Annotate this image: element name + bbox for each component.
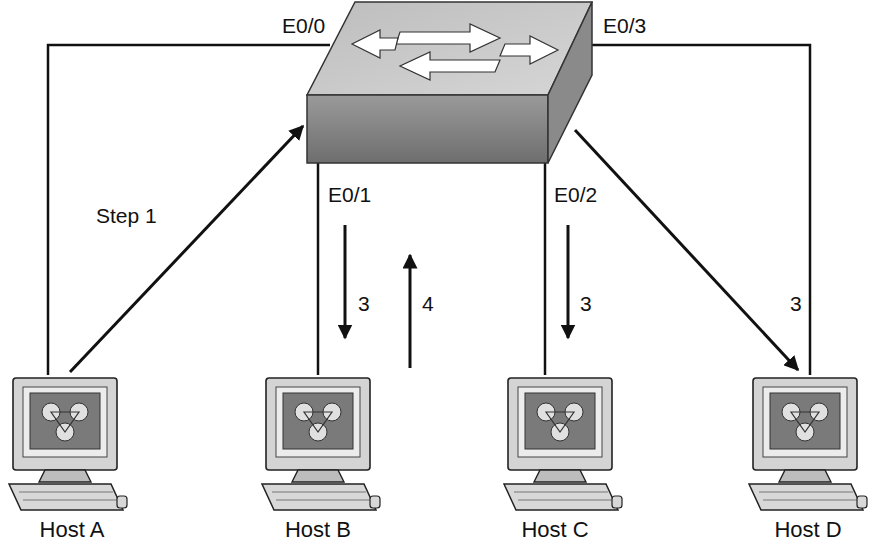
host-computer — [9, 378, 127, 510]
frame-arrows — [70, 126, 798, 372]
host-name: Host D — [774, 518, 841, 542]
cables — [48, 45, 810, 375]
port-label: E0/3 — [603, 14, 646, 37]
callout-number: 3 — [358, 292, 370, 315]
switch-front — [307, 95, 548, 163]
arrow-left — [400, 52, 500, 80]
switch-top — [307, 2, 592, 95]
step-arrow — [567, 225, 570, 338]
host-name: Host B — [285, 518, 351, 542]
switch — [307, 2, 592, 163]
cable — [317, 163, 320, 375]
host-computer — [749, 378, 867, 510]
arrow-right — [500, 36, 558, 64]
step-arrow — [344, 225, 347, 338]
host-name: Host C — [521, 518, 588, 542]
callout-number: 4 — [422, 292, 434, 315]
cable — [48, 45, 330, 375]
host-label-box: Host D — [774, 518, 841, 542]
step-arrow — [70, 126, 303, 372]
arrow-right — [396, 24, 500, 52]
host-label-box: Host B — [285, 518, 351, 542]
host-computer — [504, 378, 622, 510]
host-computer — [262, 378, 380, 510]
host-label-box: Host C — [521, 518, 588, 542]
arrow-left — [352, 30, 398, 58]
port-label: E0/2 — [554, 183, 597, 206]
switch-arrows — [352, 24, 558, 80]
port-label: E0/1 — [328, 183, 371, 206]
switch-side — [548, 2, 592, 163]
cable — [585, 45, 810, 375]
cable — [544, 163, 547, 375]
port-label: E0/0 — [282, 14, 325, 37]
step-arrow — [409, 255, 412, 368]
step-arrow — [575, 130, 798, 370]
callout-number: 3 — [790, 292, 802, 315]
callout-number: 3 — [580, 292, 592, 315]
step-label: Step 1 — [96, 204, 157, 227]
host-label-box: Host A — [40, 518, 105, 542]
host-name: Host A — [40, 518, 105, 542]
